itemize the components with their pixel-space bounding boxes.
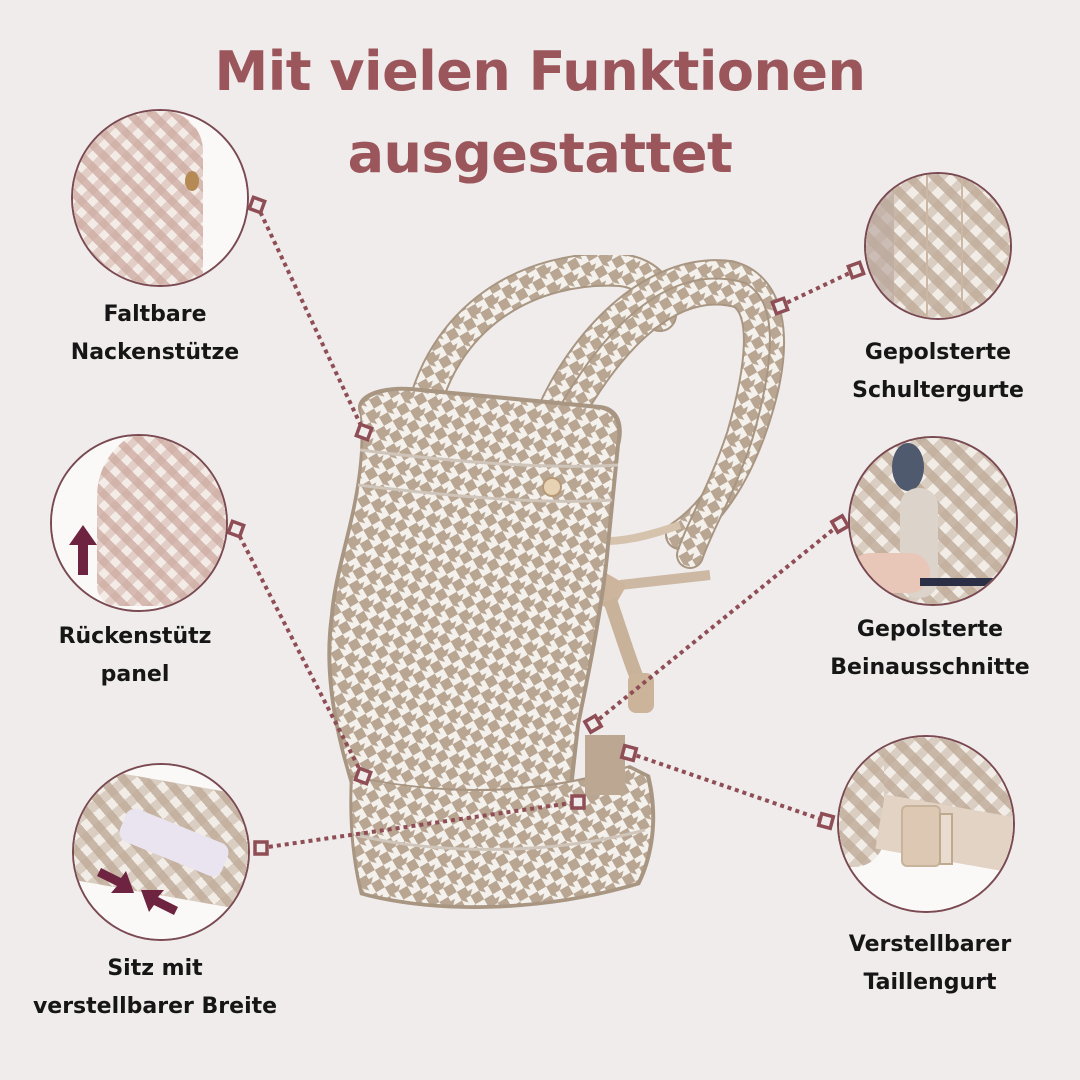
connector-node bbox=[226, 519, 246, 539]
connector-node bbox=[582, 713, 604, 735]
connector-node bbox=[247, 195, 267, 215]
feature-seat-width-circle bbox=[72, 763, 250, 941]
connector-node bbox=[770, 296, 790, 316]
snap-button-icon bbox=[185, 171, 199, 191]
connector-node bbox=[253, 840, 269, 856]
feature-waist-belt-circle bbox=[837, 735, 1015, 913]
feature-waist-belt-label: Verstellbarer Taillengurt bbox=[848, 932, 1012, 995]
arrow-up-icon bbox=[69, 525, 97, 575]
feature-shoulder-straps-label: Gepolsterte Schultergurte bbox=[852, 340, 1024, 403]
feature-neck-support-label: Faltbare Nackenstütze bbox=[70, 302, 240, 365]
belt-inner bbox=[585, 735, 625, 795]
feature-seat-width-label: Sitz mit verstellbarer Breite bbox=[32, 956, 278, 1019]
baby-foot bbox=[892, 443, 924, 491]
feature-back-panel-circle bbox=[50, 434, 228, 612]
feature-neck-support-circle bbox=[71, 109, 249, 287]
feature-back-panel-label: Rückenstütz panel bbox=[58, 624, 212, 687]
connector-node bbox=[354, 422, 374, 442]
feature-shoulder-straps-circle bbox=[864, 172, 1012, 320]
strap-keeper bbox=[628, 673, 654, 713]
connector-node bbox=[829, 513, 851, 535]
headline-line-2: ausgestattet bbox=[347, 122, 733, 185]
hand bbox=[850, 553, 930, 593]
arrows-inward-icon bbox=[97, 868, 178, 915]
connector-node bbox=[846, 260, 866, 280]
connector-node bbox=[570, 794, 586, 810]
baby-carrier-image bbox=[320, 252, 790, 915]
connector-node bbox=[816, 811, 836, 831]
connector-node bbox=[619, 743, 639, 763]
feature-leg-openings-label: Gepolsterte Beinausschnitte bbox=[830, 617, 1030, 680]
snap-button bbox=[542, 477, 562, 497]
feature-leg-openings-circle bbox=[848, 436, 1018, 606]
connector-node bbox=[353, 766, 373, 786]
headline-line-1: Mit vielen Funktionen bbox=[214, 40, 867, 103]
buckle-icon bbox=[901, 805, 941, 867]
shoulder-straps-illustration bbox=[327, 252, 785, 909]
